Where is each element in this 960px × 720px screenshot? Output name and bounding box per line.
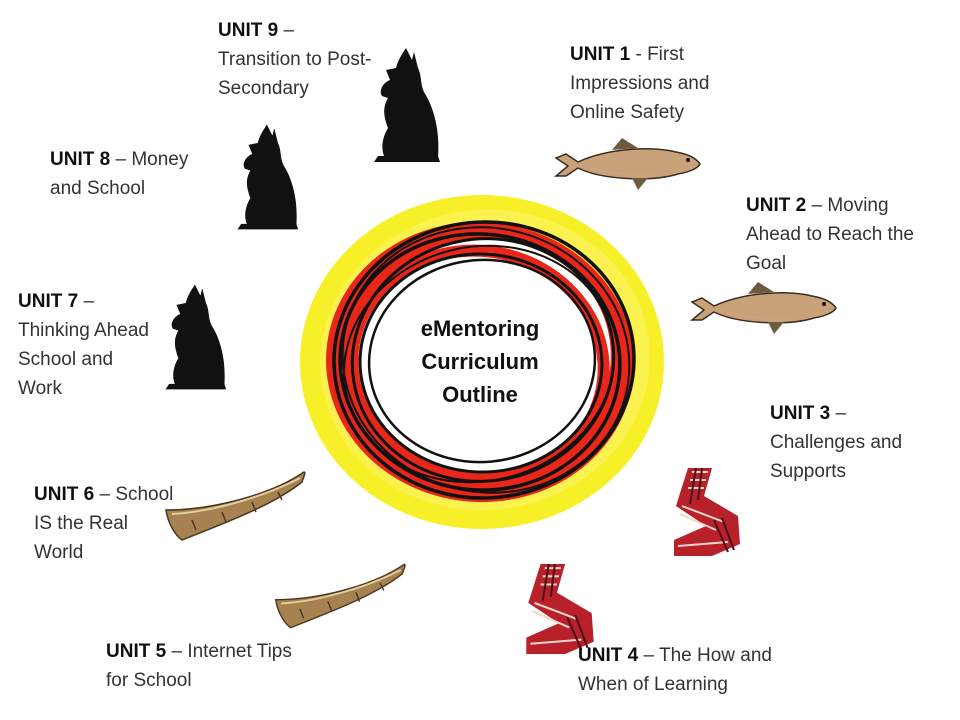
unit-label-5: UNIT 5 – Internet Tips for School bbox=[106, 637, 296, 695]
unit-separator: – bbox=[166, 641, 188, 662]
howling-wolf-icon bbox=[237, 124, 299, 230]
unit-label-8: UNIT 8 – Money and School bbox=[50, 145, 220, 203]
salmon-icon bbox=[689, 282, 837, 334]
unit-title: Money and School bbox=[50, 149, 189, 199]
unit-separator: - bbox=[630, 44, 648, 65]
unit-title: The How and When of Learning bbox=[578, 645, 772, 695]
woven-sash-icon bbox=[526, 563, 594, 654]
center-title-line1: eMentoring bbox=[420, 316, 540, 341]
unit-separator: – bbox=[110, 149, 132, 170]
canoe-icon bbox=[165, 471, 306, 541]
unit-separator: – bbox=[638, 645, 659, 666]
unit-title: Transition to Post-Secondary bbox=[218, 49, 372, 99]
unit-number: UNIT 2 bbox=[746, 195, 807, 216]
unit-number: UNIT 9 bbox=[218, 20, 279, 41]
unit-title: Thinking Ahead School and Work bbox=[18, 320, 149, 399]
unit-number: UNIT 7 bbox=[18, 291, 79, 312]
canoe-icon bbox=[274, 563, 406, 629]
unit-title: First Impressions and Online Safety bbox=[570, 44, 710, 123]
unit-number: UNIT 1 bbox=[570, 44, 631, 65]
unit-label-4: UNIT 4 – The How and When of Learning bbox=[578, 641, 818, 699]
unit-number: UNIT 6 bbox=[34, 484, 95, 505]
unit-number: UNIT 8 bbox=[50, 149, 111, 170]
howling-wolf-icon bbox=[165, 284, 227, 390]
unit-separator: – bbox=[806, 195, 828, 216]
unit-title: School IS the Real World bbox=[34, 484, 174, 563]
center-title-line2: Curriculum bbox=[421, 349, 539, 374]
unit-label-3: UNIT 3 – Challenges and Supports bbox=[770, 399, 930, 486]
unit-label-2: UNIT 2 – Moving Ahead to Reach the Goal bbox=[746, 191, 946, 278]
unit-number: UNIT 3 bbox=[770, 403, 831, 424]
unit-label-9: UNIT 9 – Transition to Post-Secondary bbox=[218, 16, 378, 103]
woven-sash-icon bbox=[674, 467, 740, 556]
unit-title: Challenges and Supports bbox=[770, 432, 903, 482]
unit-number: UNIT 5 bbox=[106, 641, 167, 662]
howling-wolf-icon bbox=[374, 48, 440, 162]
center-title-line3: Outline bbox=[442, 382, 518, 407]
unit-label-6: UNIT 6 – School IS the Real World bbox=[34, 480, 174, 567]
unit-number: UNIT 4 bbox=[578, 645, 639, 666]
unit-separator: – bbox=[278, 20, 295, 41]
unit-separator: – bbox=[94, 484, 116, 505]
unit-separator: – bbox=[78, 291, 95, 312]
unit-title: Internet Tips for School bbox=[106, 641, 292, 691]
unit-label-1: UNIT 1 - First Impressions and Online Sa… bbox=[570, 40, 740, 127]
braided-ring bbox=[300, 195, 664, 529]
unit-title: Moving Ahead to Reach the Goal bbox=[746, 195, 914, 274]
unit-label-7: UNIT 7 – Thinking Ahead School and Work bbox=[18, 287, 158, 403]
unit-separator: – bbox=[830, 403, 847, 424]
salmon-icon bbox=[553, 138, 701, 190]
center-title: eMentoring Curriculum Outline bbox=[380, 312, 580, 411]
